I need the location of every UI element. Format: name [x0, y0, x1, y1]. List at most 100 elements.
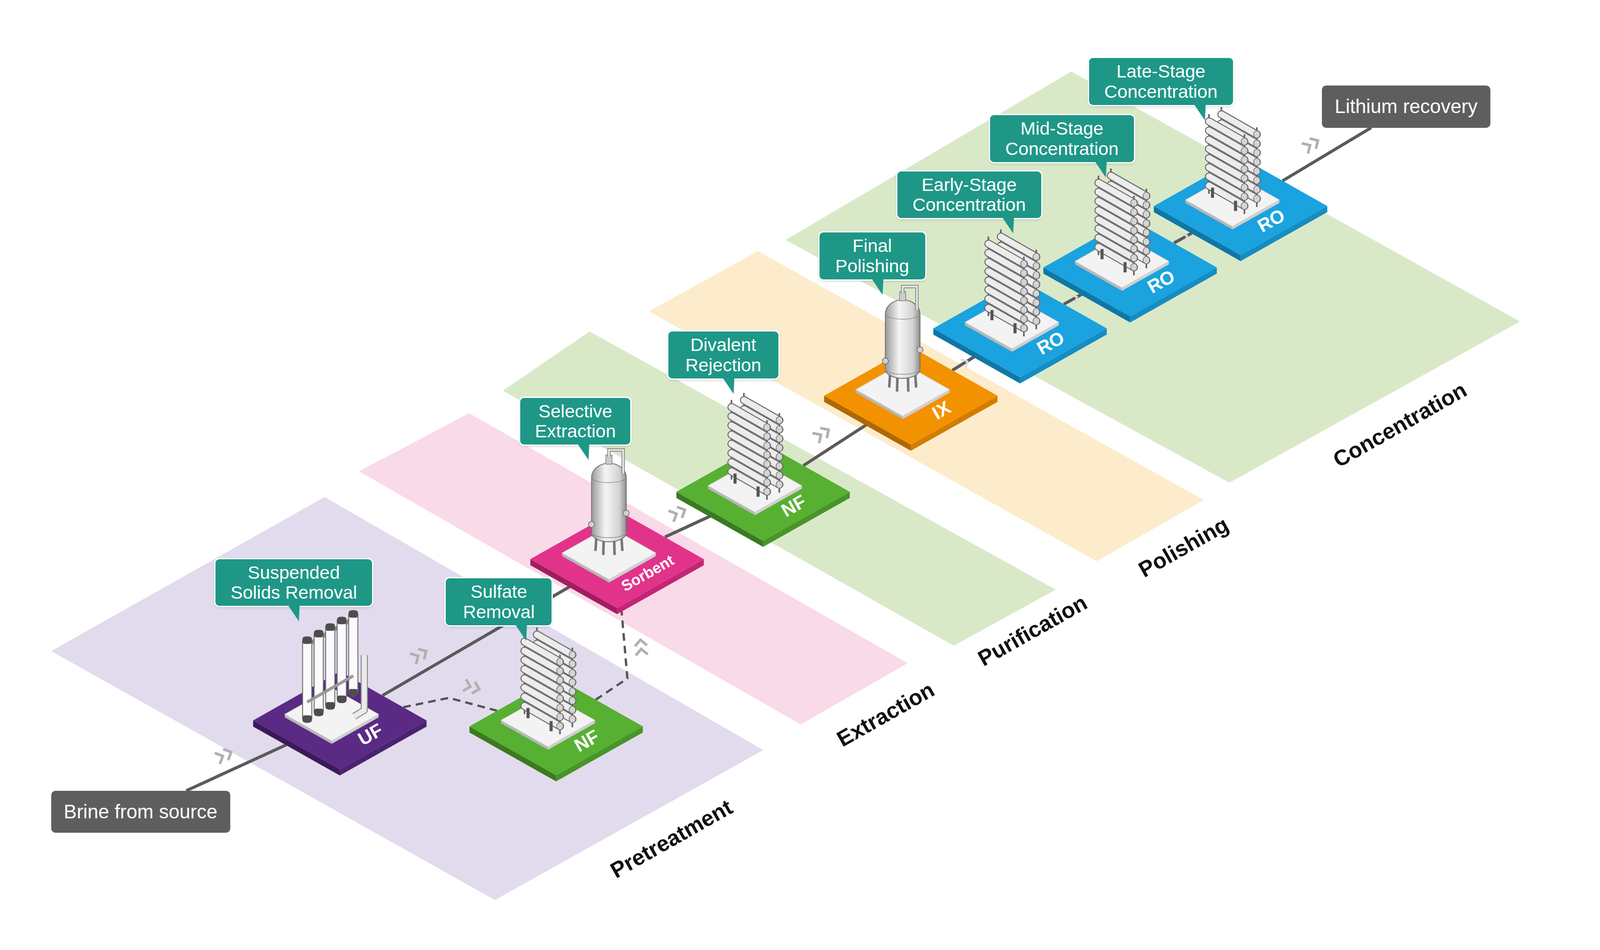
rack-pipe	[1123, 262, 1127, 273]
flow-line	[803, 422, 871, 466]
equipment-illustration	[530, 510, 704, 608]
tube-cap	[775, 471, 783, 479]
rack-pipe	[1211, 187, 1214, 198]
endpoint-box: Lithium recovery	[1321, 85, 1490, 128]
tube-cap	[1033, 262, 1040, 270]
tube-cap	[1131, 198, 1138, 207]
flow-chevron	[636, 648, 647, 655]
flow-connector	[1282, 127, 1372, 182]
flow-line	[1282, 127, 1372, 182]
tube-cap	[1241, 137, 1248, 146]
callout-box: Suspended Solids Removal	[215, 559, 373, 607]
tube-cap	[1033, 308, 1040, 316]
tube-cap	[1253, 176, 1260, 185]
tube-cap	[1131, 208, 1138, 216]
vessel-port	[917, 346, 924, 353]
callout-pointer	[515, 624, 528, 641]
uf-cap	[325, 701, 335, 709]
membrane-tube	[1098, 246, 1135, 268]
callout-pointer	[287, 604, 300, 622]
band-area	[785, 71, 1520, 483]
callout-pointer	[871, 278, 884, 296]
tube-cap	[1020, 287, 1027, 296]
tube-cap	[1253, 130, 1260, 138]
flow-chevron	[678, 507, 685, 517]
uf-module	[325, 623, 335, 709]
band-area	[51, 496, 764, 900]
tile-top	[676, 442, 850, 541]
tile-top	[469, 677, 643, 776]
rack-pipe	[526, 707, 530, 718]
uf-cap	[314, 708, 324, 716]
callout-box: Early-Stage Concentration	[897, 171, 1042, 219]
flow-chevron	[961, 359, 968, 367]
tube-cap	[556, 722, 563, 730]
rack-pipe	[733, 473, 737, 484]
tube-cap	[1241, 165, 1248, 173]
tube-cap	[1253, 185, 1260, 194]
tube-cap	[1033, 299, 1040, 307]
vessel-port	[588, 521, 595, 527]
tube-cap	[1033, 289, 1040, 298]
tube-cap	[1033, 253, 1040, 261]
tube-cap	[763, 487, 770, 495]
tube-cap	[1143, 256, 1150, 264]
flow-chevron	[224, 749, 232, 759]
tube-cap	[556, 676, 563, 684]
tube-cap	[1020, 306, 1027, 314]
callout-box: Final Polishing	[819, 232, 926, 280]
callout-text: Sulfate Removal	[454, 581, 544, 622]
tube-cap	[1143, 210, 1150, 218]
callout-pointer	[1193, 104, 1206, 121]
callout-pointer	[1001, 217, 1014, 234]
vessel-seam	[591, 477, 627, 483]
flow-chevron	[215, 753, 223, 763]
uf-module	[302, 636, 312, 723]
uf-cap	[325, 623, 335, 631]
flow-connector	[803, 422, 871, 466]
equipment-illustration	[824, 346, 998, 445]
tube-cap	[1033, 317, 1040, 325]
tube-cap	[1253, 167, 1260, 175]
tube-cap	[1033, 271, 1040, 279]
tube-cap	[1241, 202, 1248, 210]
tube-cap	[556, 703, 563, 712]
tube-cap	[556, 713, 563, 721]
equipment-tile: UF	[253, 671, 427, 770]
tube-cap	[556, 658, 563, 666]
vessel-seam	[591, 532, 627, 538]
equipment-illustration	[469, 677, 643, 776]
tube-cap	[1020, 324, 1027, 332]
equipment-illustration	[676, 442, 850, 541]
tile-top	[1153, 157, 1328, 255]
uf-cap	[314, 629, 324, 638]
tube-cap	[568, 706, 576, 714]
uf-cap	[302, 636, 312, 644]
tube-cap	[1143, 247, 1150, 255]
membrane-tube	[988, 308, 1024, 329]
uf-cap	[348, 610, 358, 618]
membrane-tube	[1208, 185, 1245, 207]
callout-text: Suspended Solids Removal	[223, 562, 364, 603]
membrane-tube	[731, 471, 767, 492]
vessel-port	[882, 358, 889, 365]
rack-pipe	[756, 486, 760, 497]
callout-box: Sulfate Removal	[445, 578, 552, 626]
uf-module	[314, 629, 324, 716]
rack-pipe	[549, 720, 553, 732]
callout-tail	[990, 161, 1134, 180]
rack-pipe	[1233, 200, 1237, 211]
tube-cap	[763, 423, 770, 431]
uf-module	[348, 610, 358, 696]
membrane-tube	[1098, 246, 1135, 268]
flow-chevron	[635, 639, 646, 646]
callout-text: Early-Stage Concentration	[905, 174, 1033, 216]
equipment-illustration	[1153, 157, 1328, 255]
equipment-tile: NF	[469, 677, 643, 776]
side-pipe	[353, 654, 365, 717]
callout-box: Mid-Stage Concentration	[990, 115, 1134, 163]
tube-cap	[763, 460, 770, 468]
tube-cap	[1253, 158, 1260, 166]
callout-tail	[1089, 104, 1234, 123]
